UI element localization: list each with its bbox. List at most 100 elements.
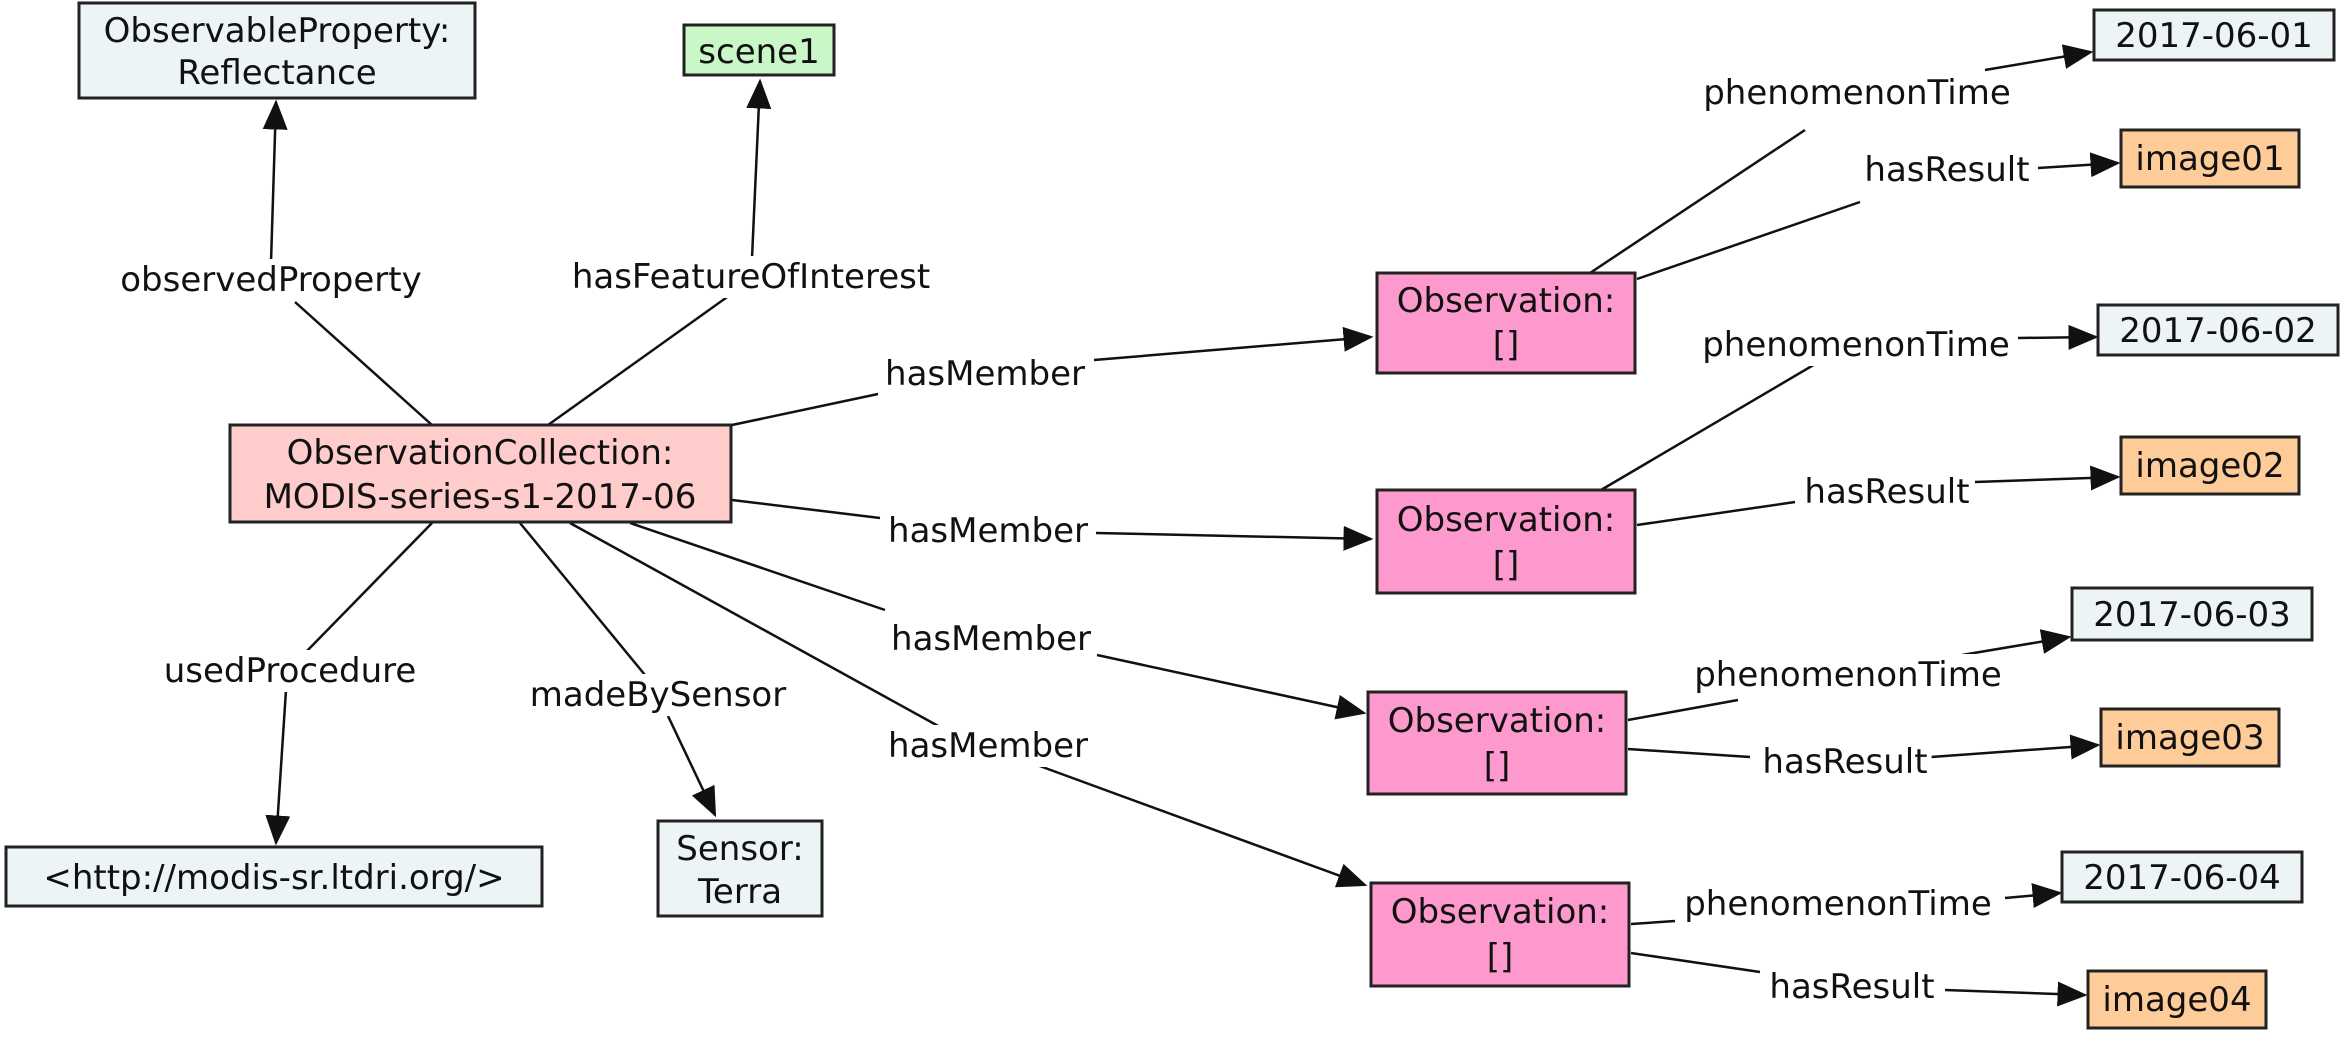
node-label-line: 2017-06-01	[2115, 16, 2313, 56]
node-box	[2060, 850, 2304, 904]
edge-label-has-result-4: hasResult	[1769, 967, 1934, 1007]
node-label-line: image02	[2135, 446, 2284, 486]
node-label-line: Terra	[697, 872, 782, 912]
node-box	[1375, 488, 1637, 595]
node-scene1[interactable]: scene1	[682, 23, 836, 77]
node-box	[228, 423, 733, 524]
edge-used-procedure: usedProcedure	[159, 522, 433, 846]
edge-label-has-member-2: hasMember	[888, 511, 1088, 551]
edge-label-has-member-3: hasMember	[891, 619, 1091, 659]
edge-has-result-3: hasResult	[1627, 734, 2101, 783]
edge-label-has-feature-of-interest: hasFeatureOfInterest	[572, 257, 930, 297]
edge-label-background	[1690, 654, 2006, 696]
edge-label-background	[1699, 72, 2015, 114]
edge-label-phenomenon-time-1: phenomenonTime	[1703, 73, 2011, 113]
node-box	[656, 819, 824, 918]
edge-has-member-1: hasMember	[731, 326, 1374, 427]
edge-has-member-2: hasMember	[731, 498, 1374, 552]
edge-label-background	[1680, 883, 1996, 925]
edge-has-member-3: hasMember	[629, 521, 1367, 720]
edge-label-background	[1698, 324, 2014, 366]
node-image02[interactable]: image02	[2119, 435, 2301, 496]
edge-label-background	[567, 256, 935, 298]
edge-label-background	[116, 259, 426, 301]
node-observation-3[interactable]: Observation: []	[1366, 690, 1628, 796]
edge-label-background	[159, 650, 421, 692]
edge-has-feature-of-interest: hasFeatureOfInterest	[547, 78, 935, 427]
edge-has-result-1: hasResult	[1636, 149, 2121, 281]
edge-label-has-result-2: hasResult	[1804, 472, 1969, 512]
edge-has-result-2: hasResult	[1636, 465, 2121, 527]
node-image01[interactable]: image01	[2119, 128, 2301, 189]
node-label-line: MODIS-series-s1-2017-06	[264, 477, 697, 517]
edge-label-background	[884, 510, 1092, 552]
edge-has-member-4: hasMember	[569, 521, 1368, 888]
edge-made-by-sensor: madeBySensor	[519, 522, 791, 818]
node-label-line: image04	[2102, 980, 2251, 1020]
edge-has-result-4: hasResult	[1630, 951, 2088, 1008]
node-image04[interactable]: image04	[2086, 969, 2268, 1030]
edge-label-has-result-3: hasResult	[1762, 742, 1927, 782]
edge-label-background	[1765, 966, 1939, 1008]
node-label-line: Observation:	[1388, 701, 1607, 741]
node-box	[1366, 690, 1628, 796]
node-box	[2086, 969, 2268, 1030]
node-label-line: ObservationCollection:	[287, 433, 674, 473]
node-procedure[interactable]: <http://modis-sr.ltdri.org/>	[4, 845, 544, 908]
node-date-2017-06-03[interactable]: 2017-06-03	[2070, 586, 2314, 642]
node-label-line: Observation:	[1397, 281, 1616, 321]
edge-label-background	[1758, 741, 1932, 783]
edge-phenomenon-time-2: phenomenonTime	[1600, 324, 2099, 492]
node-image03[interactable]: image03	[2099, 707, 2281, 768]
edge-label-phenomenon-time-4: phenomenonTime	[1684, 884, 1992, 924]
edge-label-has-member-1: hasMember	[885, 354, 1085, 394]
node-label-line: []	[1484, 746, 1511, 786]
node-label-line: Reflectance	[177, 53, 376, 93]
edge-label-observed-property: observedProperty	[120, 260, 421, 300]
node-label-line: 2017-06-02	[2119, 311, 2317, 351]
node-observation-2[interactable]: Observation: []	[1375, 488, 1637, 595]
edge-observed-property: observedProperty	[116, 99, 433, 426]
edge-label-made-by-sensor: madeBySensor	[530, 675, 786, 715]
node-observable-property[interactable]: ObservableProperty: Reflectance	[77, 1, 477, 100]
edge-label-has-result-1: hasResult	[1864, 150, 2029, 190]
node-label-line: image01	[2135, 139, 2284, 179]
node-label-line: Observation:	[1397, 500, 1616, 540]
node-label-line: 2017-06-04	[2083, 858, 2281, 898]
node-date-2017-06-01[interactable]: 2017-06-01	[2092, 8, 2336, 62]
edge-label-background	[525, 674, 791, 716]
node-box	[4, 845, 544, 908]
node-label-line: <http://modis-sr.ltdri.org/>	[43, 858, 504, 898]
node-date-2017-06-04[interactable]: 2017-06-04	[2060, 850, 2304, 904]
edge-phenomenon-time-4: phenomenonTime	[1630, 883, 2063, 926]
node-box	[2096, 303, 2340, 357]
node-box	[2099, 707, 2281, 768]
node-label-line: Sensor:	[676, 829, 803, 869]
edge-phenomenon-time-3: phenomenonTime	[1627, 629, 2072, 722]
node-box	[2119, 435, 2301, 496]
edge-label-used-procedure: usedProcedure	[164, 651, 417, 691]
node-label-line: []	[1487, 937, 1514, 977]
edge-label-phenomenon-time-3: phenomenonTime	[1694, 655, 2002, 695]
node-label-line: ObservableProperty:	[104, 11, 451, 51]
node-label-line: []	[1493, 325, 1520, 365]
edge-label-background	[881, 353, 1089, 395]
node-box	[2092, 8, 2336, 62]
node-observation-collection[interactable]: ObservationCollection: MODIS-series-s1-2…	[228, 423, 733, 524]
node-date-2017-06-02[interactable]: 2017-06-02	[2096, 303, 2340, 357]
node-box	[682, 23, 836, 77]
node-label-line: []	[1493, 545, 1520, 585]
node-box	[2070, 586, 2314, 642]
node-label-line: Observation:	[1391, 892, 1610, 932]
node-box	[1375, 271, 1637, 375]
node-box	[2119, 128, 2301, 189]
node-observation-1[interactable]: Observation: []	[1375, 271, 1637, 375]
edge-label-background	[887, 618, 1095, 660]
edge-label-background	[884, 725, 1092, 767]
node-box	[77, 1, 477, 100]
node-sensor[interactable]: Sensor: Terra	[656, 819, 824, 918]
edge-label-background	[1860, 149, 2034, 191]
edge-phenomenon-time-1: phenomenonTime	[1589, 44, 2094, 275]
node-observation-4[interactable]: Observation: []	[1369, 881, 1631, 988]
